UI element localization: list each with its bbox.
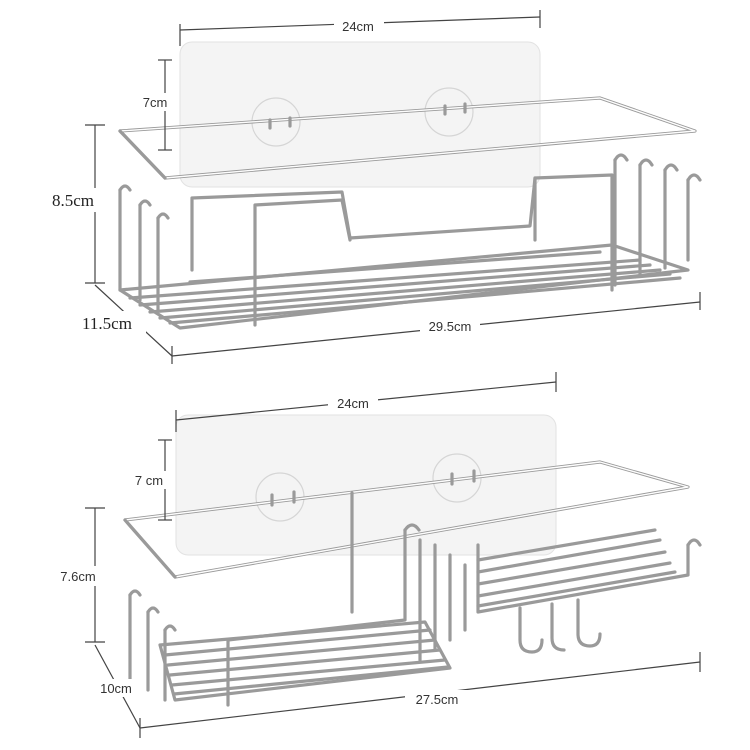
top-depth-label: 11.5cm <box>82 314 132 333</box>
bottom-depth-dimension: 10cm <box>92 644 141 729</box>
top-height-dimension: 8.5cm <box>40 124 106 284</box>
top-width-label: 24cm <box>342 19 374 34</box>
top-width-dimension: 24cm <box>179 10 541 46</box>
top-plate-height-dimension: 7cm <box>134 59 176 151</box>
bottom-plate-height-label: 7 cm <box>135 473 163 488</box>
bottom-height-label: 7.6cm <box>60 569 95 584</box>
top-basket-wires <box>118 96 702 330</box>
top-depth-dimension: 11.5cm <box>68 284 173 357</box>
top-suction-cup-right <box>424 87 474 137</box>
top-rack: 24cm 7cm 8.5cm 11.5cm <box>40 10 702 364</box>
top-height-label: 8.5cm <box>52 191 94 210</box>
bottom-width-label: 24cm <box>337 396 369 411</box>
bottom-basket-wires <box>123 460 702 707</box>
bottom-rack: 24cm 7 cm 7.6cm 10cm <box>50 372 702 738</box>
bottom-plate-height-dimension: 7 cm <box>126 439 172 521</box>
bottom-depth-label: 10cm <box>100 681 132 696</box>
bottom-adhesive-plate <box>175 414 557 556</box>
bottom-width-dimension: 24cm <box>175 372 557 432</box>
bottom-length-dimension: 27.5cm <box>139 652 701 738</box>
top-plate-height-label: 7cm <box>143 95 168 110</box>
top-length-dimension: 29.5cm <box>171 292 701 364</box>
bottom-height-dimension: 7.6cm <box>50 507 106 643</box>
top-length-label: 29.5cm <box>429 319 472 334</box>
bottom-length-label: 27.5cm <box>416 692 459 707</box>
